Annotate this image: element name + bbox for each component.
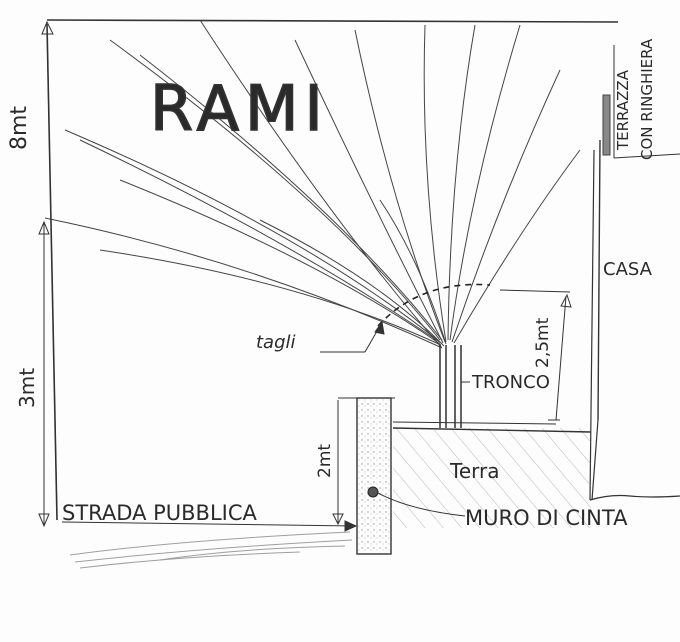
terrace-label-line2: CON RINGHIERA: [638, 38, 656, 160]
wall-label: MURO DI CINTA: [465, 506, 628, 530]
trunk-label: TRONCO: [471, 372, 550, 393]
terrace-label-line1: TERRAZZA: [614, 69, 632, 151]
street-surface: [69, 531, 353, 569]
cuts-pointer: [320, 320, 385, 353]
ground-right: [589, 494, 680, 501]
branches-label: RAMI: [150, 72, 329, 145]
boundary-wall: [338, 397, 395, 555]
soil-area: [392, 421, 592, 528]
height-trunk-label: 2,5mt: [533, 317, 553, 368]
height-total-label: 8mt: [7, 106, 32, 150]
street-label: STRADA PUBBLICA: [62, 501, 258, 525]
branches: [44, 19, 581, 349]
dimension-3mt: [38, 220, 50, 528]
terrace: [602, 45, 680, 159]
cut-line: [377, 283, 491, 327]
height-wall-label: 2mt: [315, 444, 335, 478]
soil-label: Terra: [449, 459, 499, 483]
height-lower-label: 3mt: [15, 368, 39, 408]
street-line: [61, 520, 358, 532]
house-label: CASA: [603, 259, 653, 280]
dimension-8mt: [41, 20, 58, 516]
house-wall: [589, 139, 601, 501]
dimension-25mt: [499, 289, 572, 421]
trunk-shape: [439, 345, 462, 428]
dimension-2mt: [332, 400, 344, 526]
cuts-label: tagli: [256, 332, 296, 353]
wall-pointer: [377, 492, 466, 517]
